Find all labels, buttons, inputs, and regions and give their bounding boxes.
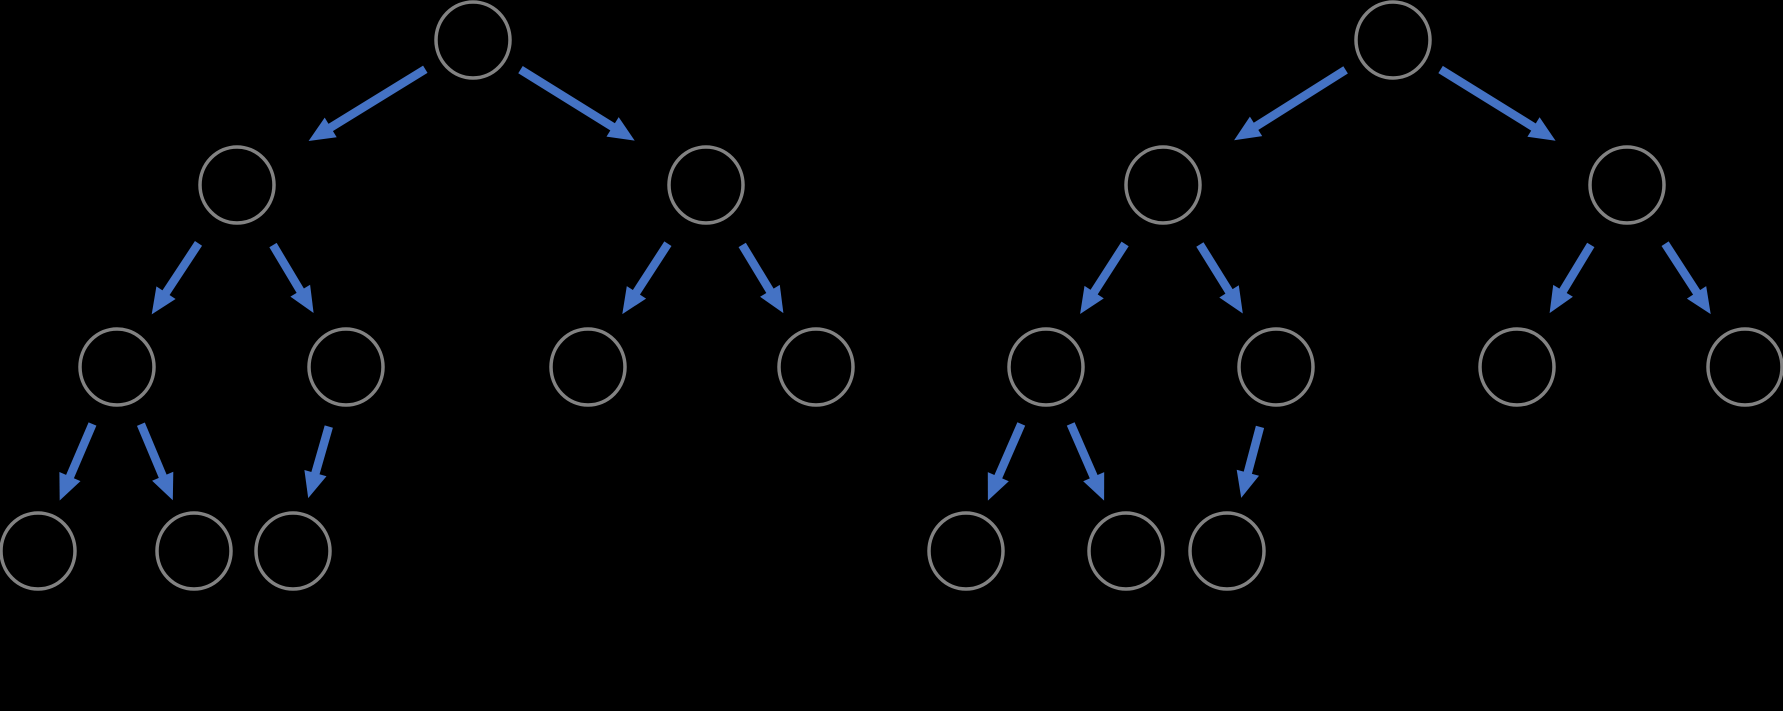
left-tree-edge-shaft-n1r-n2rl — [631, 241, 672, 297]
right-tree-edge-shaft-root-n1l — [1252, 66, 1348, 131]
left-tree-node-root — [434, 0, 512, 80]
left-tree-node-n2ll — [78, 327, 156, 407]
right-tree-edge-arrowhead-n1l-n2lr — [1219, 285, 1243, 314]
left-tree-edge-arrowhead-root-n1l — [308, 117, 337, 141]
right-tree-edge-arrowhead-n1r-n2rl — [1549, 284, 1573, 314]
left-tree-edge-shaft-root-n1l — [326, 65, 428, 133]
left-tree-edge-shaft-n2ll-n3b — [136, 422, 168, 480]
right-tree-edge-shaft-n1l-n2ll — [1089, 241, 1129, 297]
right-tree-node-n3c — [1188, 511, 1266, 591]
right-tree-node-n2lr — [1237, 327, 1315, 407]
left-tree-node-n1l — [198, 145, 276, 225]
right-tree-edge-arrowhead-n2ll-n3a — [987, 472, 1009, 501]
left-tree-edge-arrowhead-n1l-n2ll — [151, 286, 176, 315]
left-tree-node-n2rr — [777, 327, 855, 407]
left-tree-edge-arrowhead-n1r-n2rl — [622, 286, 647, 315]
left-tree-edge-arrowhead-n2lr-n3c — [304, 470, 327, 499]
right-tree-edge-arrowhead-n1r-n2rr — [1686, 286, 1711, 315]
right-tree-edge-shaft-n2lr-n3c — [1243, 425, 1265, 476]
left-tree-edge-shaft-root-n1r — [518, 65, 617, 132]
left-tree-node-n3b — [155, 511, 233, 591]
right-tree-edge-arrowhead-root-n1l — [1234, 116, 1263, 141]
right-tree-edge-arrowhead-n1l-n2ll — [1080, 285, 1104, 314]
right-tree-node-n2ll — [1007, 327, 1085, 407]
left-tree-edge-shaft-n2ll-n3a — [65, 422, 97, 481]
left-tree-edge-arrowhead-n2ll-n3b — [152, 471, 174, 501]
right-tree-edge-shaft-n1l-n2lr — [1196, 242, 1234, 296]
left-tree-node-n2lr — [307, 327, 385, 407]
right-tree-edge-shaft-n2ll-n3a — [993, 422, 1026, 481]
left-tree-edge-shaft-n1l-n2lr — [269, 242, 305, 295]
right-tree-edge-shaft-root-n1r — [1438, 65, 1538, 132]
left-tree-node-n1r — [667, 145, 745, 225]
right-tree — [927, 0, 1783, 591]
left-tree-node-n3a — [0, 511, 77, 591]
right-tree-node-n3b — [1087, 511, 1165, 591]
right-tree-edge-arrowhead-root-n1r — [1527, 117, 1556, 141]
right-tree-edge-arrowhead-n2ll-n3b — [1083, 472, 1105, 501]
left-tree-edge-shaft-n2lr-n3c — [310, 425, 333, 477]
right-tree-edge-arrowhead-n2lr-n3c — [1236, 469, 1259, 498]
right-tree-edge-shaft-n2ll-n3b — [1066, 422, 1099, 481]
right-tree-node-root — [1354, 0, 1432, 80]
left-tree-edge-arrowhead-root-n1r — [606, 117, 635, 141]
right-tree-edge-shaft-n1r-n2rr — [1661, 241, 1702, 297]
left-tree — [0, 0, 855, 591]
left-tree-edge-arrowhead-n1l-n2lr — [290, 284, 314, 313]
left-tree-node-n3c — [254, 511, 332, 591]
left-tree-node-n2rl — [549, 327, 627, 407]
right-tree-edge-shaft-n1r-n2rl — [1558, 242, 1595, 295]
right-tree-node-n3a — [927, 511, 1005, 591]
left-tree-edge-shaft-n1l-n2ll — [161, 241, 203, 297]
right-tree-node-n1r — [1588, 145, 1666, 225]
left-tree-edge-shaft-n1r-n2rr — [738, 242, 775, 295]
left-tree-edge-arrowhead-n2ll-n3a — [59, 472, 81, 501]
left-tree-edge-arrowhead-n1r-n2rr — [760, 284, 784, 314]
right-tree-node-n1l — [1124, 145, 1202, 225]
right-tree-node-n2rr — [1706, 327, 1783, 407]
right-tree-node-n2rl — [1478, 327, 1556, 407]
